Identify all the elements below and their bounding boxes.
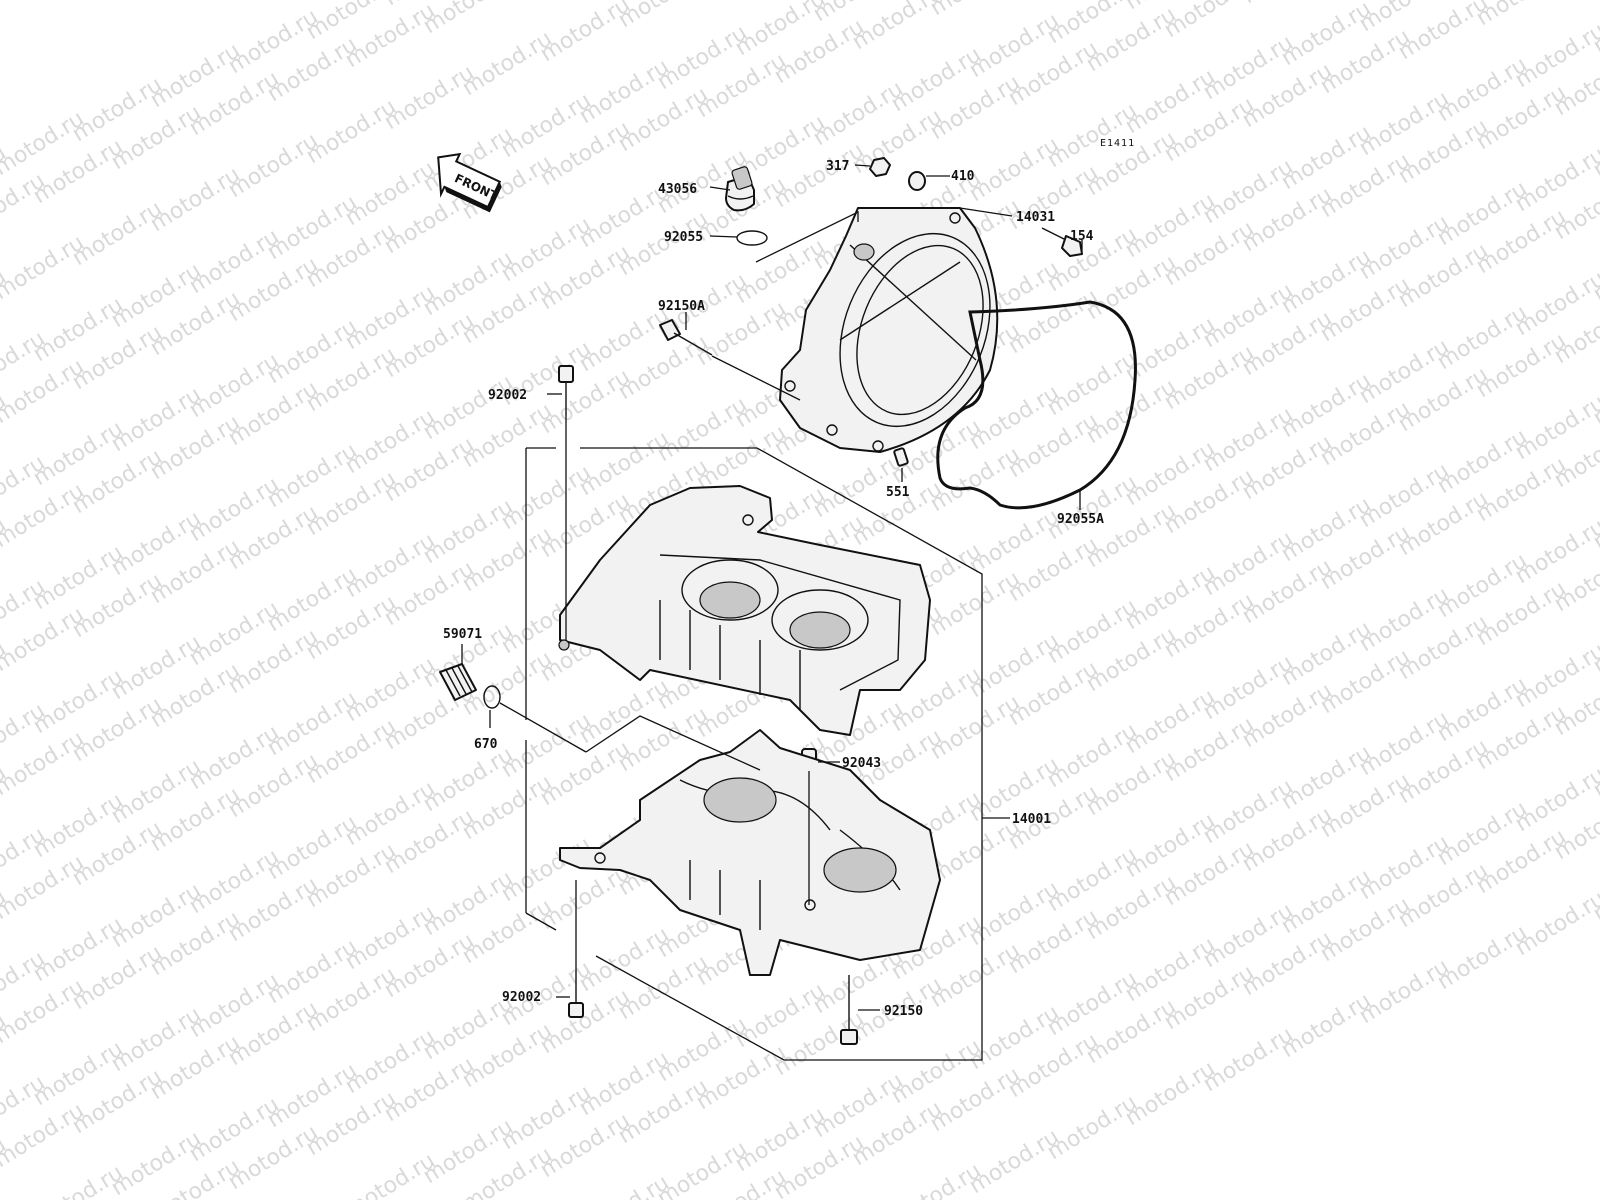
watermark-text: motod.ru — [302, 94, 401, 169]
watermark-text: motod.ru — [497, 0, 596, 5]
housing-cover-14031 — [779, 207, 999, 453]
label-59071: 59071 — [443, 627, 482, 642]
dowel-pin-551 — [893, 447, 909, 467]
upper-crankcase — [558, 485, 931, 736]
watermark-text: motod.ru — [1160, 0, 1259, 43]
oil-filler-cap — [725, 166, 755, 212]
watermark-text: motod.ru — [965, 1124, 1064, 1199]
label-92150A: 92150A — [658, 299, 705, 314]
watermark-text: motod.ru — [224, 128, 323, 203]
label-92055A: 92055A — [1057, 512, 1104, 527]
watermark-text: motod.ru — [1277, 988, 1376, 1063]
watermark-text: motod.ru — [1043, 1090, 1142, 1165]
label-317: 317 — [826, 159, 849, 174]
o-ring-670 — [483, 685, 501, 709]
diagram-code: E1411 — [1100, 138, 1135, 149]
label-43056: 43056 — [658, 182, 697, 197]
bolt-154 — [1041, 227, 1083, 257]
washer-410 — [908, 171, 926, 191]
label-14031: 14031 — [1016, 210, 1055, 225]
drain-plug-59071 — [439, 663, 477, 701]
bolt-92150A — [659, 319, 713, 356]
label-551: 551 — [886, 485, 910, 500]
watermark-text: motod.ru — [458, 26, 557, 101]
watermark-text: motod.ru — [926, 0, 1025, 21]
watermark-text: motod.ru — [614, 0, 713, 33]
bolt-92002-bottom — [568, 970, 584, 1018]
watermark-text: motod.ru — [1121, 1056, 1220, 1131]
bolt-92150 — [840, 975, 858, 1045]
watermark-text: motod.ru — [419, 0, 518, 39]
label-92150: 92150 — [884, 1004, 923, 1019]
label-154: 154 — [1070, 229, 1094, 244]
label-410: 410 — [951, 169, 975, 184]
bolt-92002-top — [558, 365, 574, 416]
label-92043: 92043 — [842, 756, 881, 771]
o-ring-92055 — [736, 230, 768, 246]
watermark-text: motod.ru — [380, 60, 479, 135]
watermark-text: motod.ru — [0, 230, 89, 305]
watermark-text: motod.ru — [1199, 1022, 1298, 1097]
nut-317 — [869, 157, 891, 177]
label-14001: 14001 — [1012, 812, 1051, 827]
watermark-text: motod.ru — [68, 196, 167, 271]
label-670: 670 — [474, 737, 498, 752]
watermark-text: motod.ru — [1355, 954, 1454, 1029]
label-92002-top: 92002 — [488, 388, 527, 403]
lower-crankcase — [559, 729, 941, 976]
part-labels: 43056 317 410 14031 154 92055 92150A 920… — [443, 159, 1104, 1019]
watermark-text: motod.ru — [1433, 920, 1532, 995]
label-92055: 92055 — [664, 230, 703, 245]
watermark-text: motod.ru — [1238, 0, 1337, 9]
watermark-text: motod.ru — [1472, 0, 1571, 31]
label-92002-bottom: 92002 — [502, 990, 541, 1005]
watermark-text: motod.ru — [146, 162, 245, 237]
watermark-text: motod.ru — [1511, 886, 1600, 961]
gasket-92055A — [936, 300, 1137, 510]
leader-lines — [461, 164, 1083, 1061]
